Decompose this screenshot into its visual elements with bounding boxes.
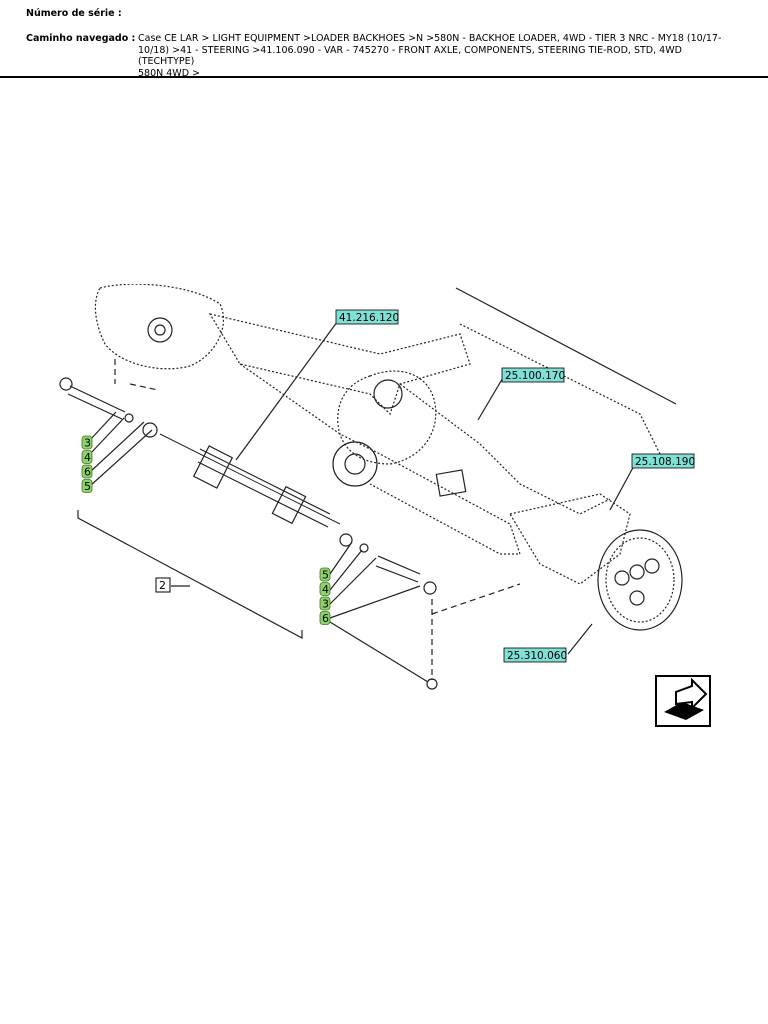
header-divider: [0, 76, 768, 78]
navigation-path: Case CE LAR > LIGHT EQUIPMENT >LOADER BA…: [138, 33, 728, 79]
part-reference-callout[interactable]: 25.310.060: [503, 647, 567, 663]
part-reference-text[interactable]: 25.310.060: [507, 650, 567, 662]
item-number-right[interactable]: 6: [319, 611, 331, 626]
navigation-path-label: Caminho navegado :: [26, 33, 136, 44]
exploded-parts-diagram: 41.216.120 25.100.170 25.108.190 25.310.060…: [59, 284, 711, 727]
item-number-text[interactable]: 6: [84, 466, 91, 479]
item-number-text[interactable]: 4: [322, 583, 329, 596]
serial-number-label: Número de série :: [26, 8, 122, 19]
part-reference-text[interactable]: 25.100.170: [505, 370, 565, 382]
assembly-number-text: 2: [159, 579, 166, 592]
item-number-text[interactable]: 6: [322, 612, 329, 625]
navigation-path-line: Case CE LAR > LIGHT EQUIPMENT >LOADER BA…: [138, 33, 722, 44]
navigation-path-line: 10/18) >41 - STEERING >41.106.090 - VAR …: [138, 44, 682, 68]
assembly-number: 2: [155, 577, 171, 593]
item-number-left[interactable]: 3: [81, 435, 93, 450]
item-number-text[interactable]: 5: [322, 569, 329, 582]
item-number-left[interactable]: 5: [81, 479, 93, 494]
item-number-left[interactable]: 6: [81, 464, 93, 479]
part-reference-callout[interactable]: 25.108.190: [631, 453, 695, 469]
item-number-right[interactable]: 4: [319, 582, 331, 597]
axle-drawing: [59, 284, 683, 690]
item-number-text[interactable]: 3: [322, 598, 329, 611]
navigation-path-line: 580N 4WD >: [138, 67, 200, 79]
part-reference-callout[interactable]: 41.216.120: [335, 309, 399, 325]
part-reference-callout[interactable]: 25.100.170: [501, 367, 565, 383]
item-number-right[interactable]: 3: [319, 596, 331, 611]
item-number-text[interactable]: 5: [84, 480, 91, 493]
part-reference-text[interactable]: 25.108.190: [635, 456, 695, 468]
item-number-text[interactable]: 4: [84, 451, 91, 464]
item-number-text[interactable]: 3: [84, 437, 91, 450]
item-number-left[interactable]: 4: [81, 450, 93, 465]
nav-arrow-icon[interactable]: [655, 675, 711, 727]
item-number-right[interactable]: 5: [319, 567, 331, 582]
part-reference-text[interactable]: 41.216.120: [339, 312, 399, 324]
